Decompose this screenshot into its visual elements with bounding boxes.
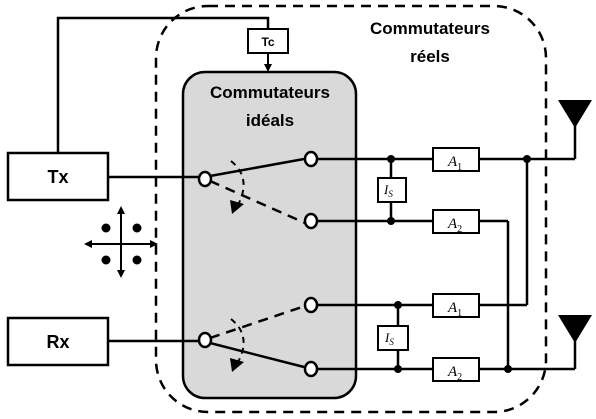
is-top-label: IS [383,182,393,199]
a2-top-label: A2 [447,216,462,235]
is-box-bottom [377,325,409,351]
antenna-icon-bottom [558,315,592,369]
a2-bottom-label: A2 [447,364,462,383]
is-box-top [377,177,407,203]
rx-box [6,316,110,367]
a1-top-label: A1 [447,154,462,173]
rx-label: Rx [46,332,69,352]
a1-bottom-label: A1 [447,300,462,319]
tc-label: Tc [261,35,274,49]
ideal-switches-title-line2: idéals [246,111,294,130]
is-bottom-label: IS [384,330,394,347]
node [387,155,395,163]
ideal-switch-rx [197,296,319,378]
ideal-switches-title-line1: Commutateurs [210,83,330,102]
node [387,217,395,225]
cross-arrows-icon [84,206,158,278]
ideal-switch-tx [197,150,319,230]
antenna-icon-top [558,100,592,159]
node [523,155,531,163]
real-switches-title-line2: réels [410,47,450,66]
real-switches-boundary [154,4,548,414]
tx-label: Tx [47,167,68,187]
real-switches-title-line1: Commutateurs [370,19,490,38]
node [504,365,512,373]
node [394,301,402,309]
node [394,365,402,373]
tx-control-line [56,16,270,153]
